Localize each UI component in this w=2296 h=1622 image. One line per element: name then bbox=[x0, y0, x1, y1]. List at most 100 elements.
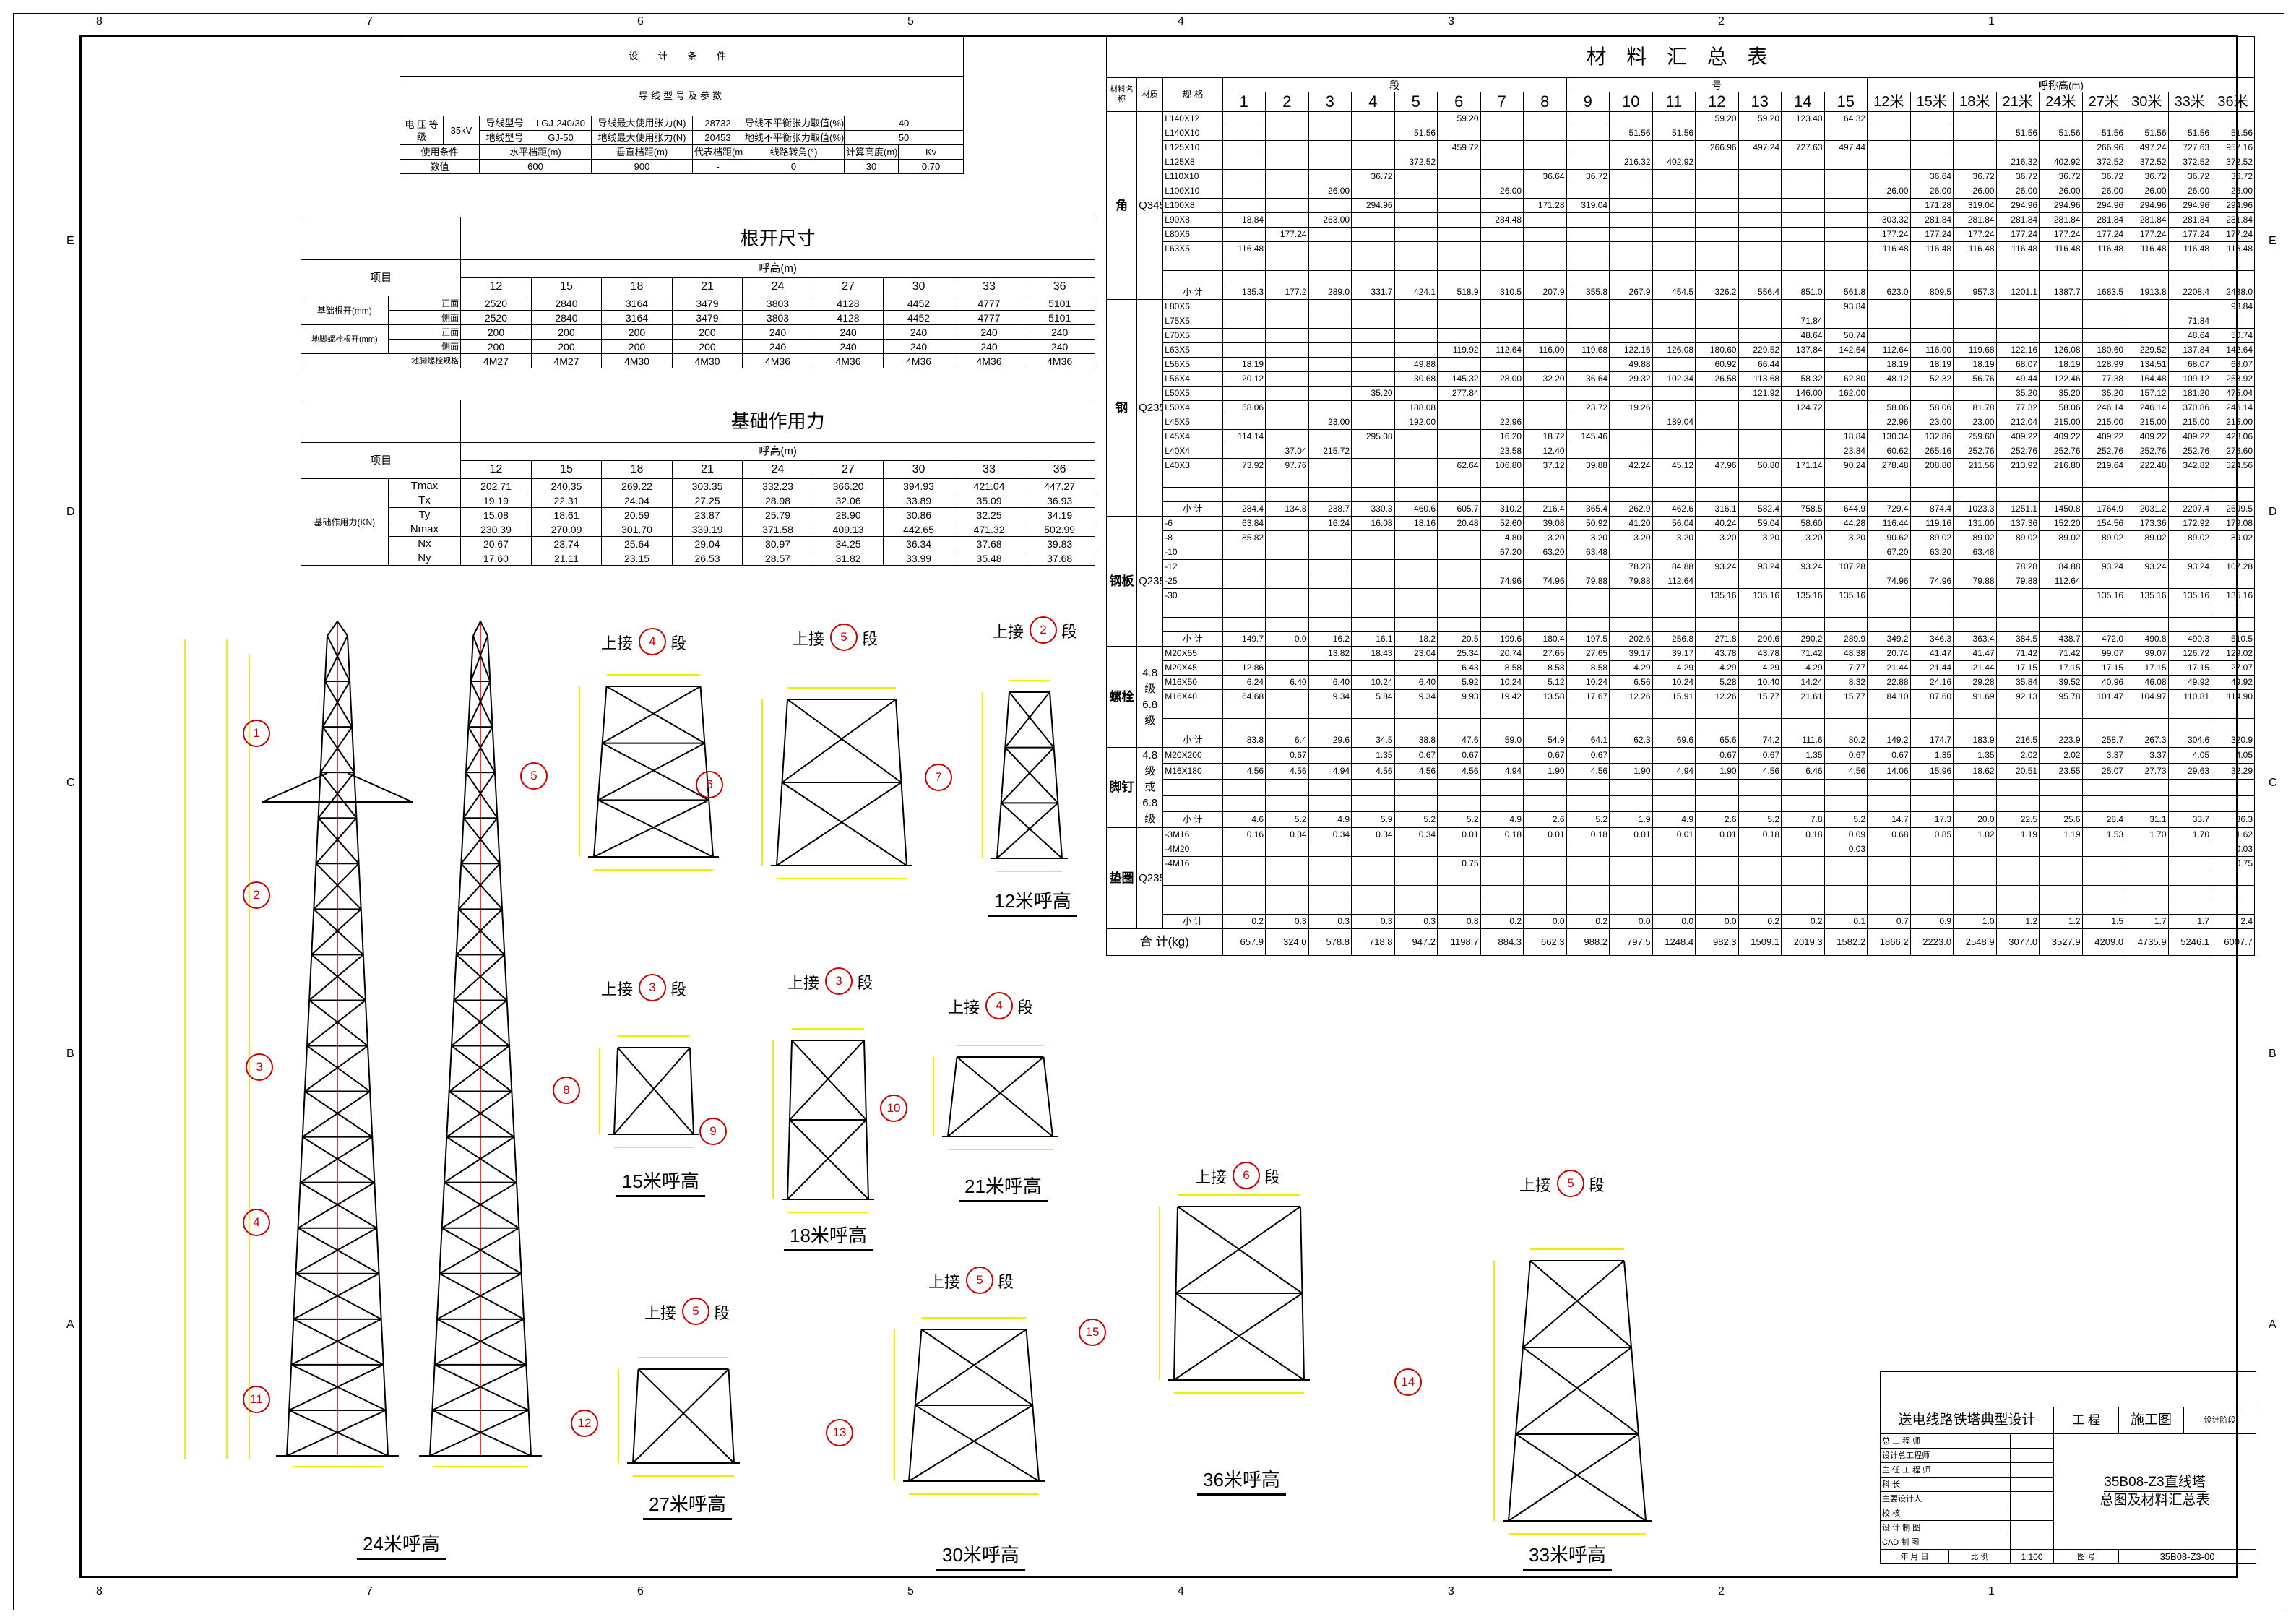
cell: 48.38 bbox=[1824, 646, 1868, 661]
subtotal-cell: 1450.8 bbox=[2039, 501, 2083, 517]
tower-24-side-brace bbox=[439, 1272, 525, 1320]
cell: 63.84 bbox=[1222, 516, 1266, 531]
group-grade: Q235 bbox=[1136, 516, 1164, 647]
part-number-circle: 10 bbox=[880, 1095, 907, 1122]
spec: L40X3 bbox=[1162, 458, 1223, 473]
cell: 5101 bbox=[1024, 310, 1095, 325]
cell: 37.68 bbox=[953, 536, 1025, 551]
cell: 116.48 bbox=[1995, 241, 2040, 256]
sec-36-15-brace bbox=[1175, 1293, 1305, 1381]
height-header: 36米 bbox=[2211, 92, 2255, 112]
cell: 92.13 bbox=[1995, 689, 2040, 704]
sec-15-8-leg bbox=[613, 1047, 618, 1135]
cell: 使用条件 bbox=[400, 144, 480, 160]
tower-24-front-brace bbox=[290, 1363, 387, 1411]
cell: 1.53 bbox=[2081, 827, 2126, 842]
segment-number-circle: 5 bbox=[1557, 1170, 1584, 1197]
part-number-circle: 14 bbox=[1394, 1368, 1422, 1396]
cell: 294.96 bbox=[2167, 198, 2212, 213]
cell: 281.84 bbox=[2211, 212, 2255, 228]
tower-24-side-brace bbox=[467, 681, 491, 728]
sec-21-10-leg bbox=[1043, 1056, 1053, 1137]
cell: 177.24 bbox=[1953, 227, 1997, 242]
segment-up-label: 上接 bbox=[948, 998, 980, 1017]
cell: 85.82 bbox=[1222, 530, 1266, 545]
tower-24-side-brace bbox=[470, 681, 493, 728]
cell: 26.00 bbox=[1480, 184, 1524, 199]
tower-24-side-brace bbox=[436, 1318, 527, 1366]
cell: 129.02 bbox=[2211, 646, 2255, 661]
spec: L125X10 bbox=[1162, 140, 1223, 155]
segment-number-circle: 3 bbox=[639, 974, 666, 1001]
segment-up-label: 上接 bbox=[787, 974, 820, 992]
tower-24-side-brace bbox=[465, 726, 493, 773]
cell: 59.04 bbox=[1738, 516, 1782, 531]
cell: 63.20 bbox=[1909, 545, 1954, 560]
segment-number-circle: 2 bbox=[1030, 616, 1057, 644]
view-caption: 15米呼高 bbox=[616, 1167, 705, 1197]
sec-33-14-brace bbox=[1522, 1347, 1639, 1435]
cell: 263.00 bbox=[1308, 212, 1352, 228]
subtotal-cell: 0.0 bbox=[1609, 914, 1653, 929]
grid-col-ref: 1 bbox=[1988, 1585, 1995, 1597]
subtotal-cell: 135.3 bbox=[1222, 285, 1266, 300]
subtotal-cell: 4.9 bbox=[1308, 811, 1352, 829]
segment-label: 段 bbox=[862, 630, 879, 648]
sec-12-6-brace bbox=[781, 782, 907, 866]
cell: 60.62 bbox=[1867, 444, 1911, 459]
cell: 1.35 bbox=[1351, 746, 1395, 764]
cell: 90.62 bbox=[1867, 530, 1911, 545]
tower-24-front-peak bbox=[337, 621, 348, 637]
tower-24-front-brace bbox=[295, 1272, 382, 1320]
subtotal-cell: 5.2 bbox=[1566, 811, 1610, 829]
cell: 23.84 bbox=[1824, 444, 1868, 459]
subtotal-cell: 174.7 bbox=[1909, 733, 1954, 748]
cell: 4M36 bbox=[742, 353, 813, 368]
subtotal-cell: 5.2 bbox=[1738, 811, 1782, 829]
spec: L100X8 bbox=[1162, 198, 1223, 213]
sec-30-13-brace bbox=[908, 1405, 1033, 1482]
cell: 39.83 bbox=[1024, 536, 1095, 551]
cell: 73.92 bbox=[1222, 458, 1266, 473]
cell: 0.09 bbox=[1824, 827, 1868, 842]
grid-col-ref: 8 bbox=[96, 1585, 103, 1597]
tower-24-side-brace bbox=[451, 1045, 512, 1092]
cell: 71.42 bbox=[2039, 646, 2083, 661]
spec: M20X200 bbox=[1162, 746, 1223, 764]
cell: 26.00 bbox=[2039, 184, 2083, 199]
sec-12-6-brace bbox=[787, 699, 902, 783]
subtotal-cell: 0.0 bbox=[1695, 914, 1739, 929]
part-number-circle: 13 bbox=[826, 1419, 853, 1446]
cell: 51.56 bbox=[1394, 126, 1438, 141]
total-cell: 662.3 bbox=[1523, 928, 1567, 956]
cell: 0.75 bbox=[2211, 856, 2255, 871]
cell: 6.40 bbox=[1265, 675, 1309, 690]
header: 规 格 bbox=[1162, 77, 1223, 112]
subtotal-cell: 17.3 bbox=[1909, 811, 1954, 829]
cell: 0.67 bbox=[1695, 746, 1739, 764]
cell: 26.53 bbox=[671, 551, 743, 566]
cell: 366.20 bbox=[812, 478, 884, 493]
force-title: 基础作用力 bbox=[460, 400, 1095, 443]
cell: 119.68 bbox=[1953, 342, 1997, 358]
segment-label: 段 bbox=[1264, 1168, 1281, 1186]
cell: 23.15 bbox=[601, 551, 673, 566]
row-label: 侧面 bbox=[387, 310, 462, 325]
subtotal-cell: 438.7 bbox=[2039, 631, 2083, 647]
grid-col-ref: 4 bbox=[1178, 1585, 1184, 1597]
group-grade: 4.8级 6.8级 bbox=[1136, 646, 1164, 748]
cell: 39.17 bbox=[1652, 646, 1696, 661]
cell: 1.35 bbox=[1781, 746, 1825, 764]
cell: 3.37 bbox=[2125, 746, 2169, 764]
spec: L110X10 bbox=[1162, 169, 1223, 184]
tower-24-side-brace bbox=[446, 1136, 517, 1183]
cell: 0.67 bbox=[1566, 746, 1610, 764]
subtotal-cell: 490.8 bbox=[2125, 631, 2169, 647]
cell: 116.48 bbox=[1909, 241, 1954, 256]
cell: 35.20 bbox=[2039, 386, 2083, 401]
subtotal-cell: 5.2 bbox=[1265, 811, 1309, 829]
cell: 252.76 bbox=[1995, 444, 2040, 459]
part-number-circle: 6 bbox=[696, 771, 723, 798]
spec bbox=[1162, 779, 1223, 796]
